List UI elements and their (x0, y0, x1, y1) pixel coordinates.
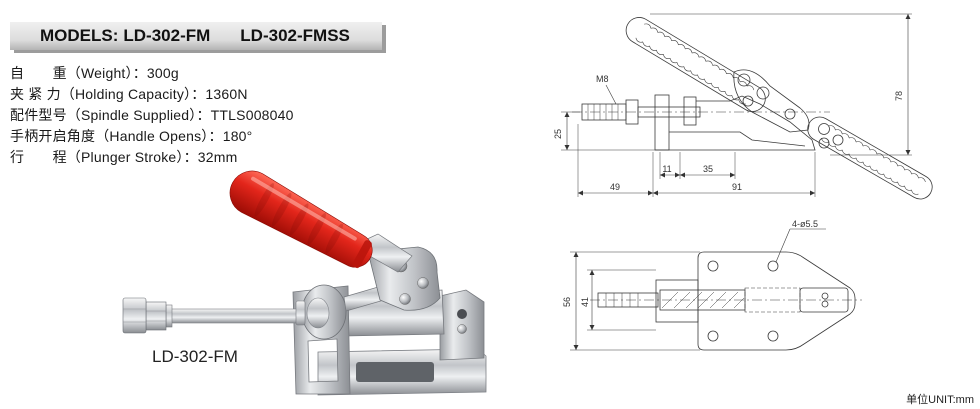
grip-ridge (254, 183, 274, 217)
models-banner: MODELS:LD-302-FM LD-302-FMSS (10, 22, 382, 50)
product-photo (122, 170, 487, 396)
grip-scallop (821, 125, 926, 195)
dimension-41: 41 (580, 297, 590, 307)
bracket-hole (457, 309, 467, 319)
grip-ferrule (352, 240, 372, 269)
base-slot (356, 362, 434, 382)
spec-handle-opens: 手柄开启角度（Handle Opens）：180° (10, 128, 253, 144)
photo-model-label: LD-302-FM (152, 347, 238, 366)
pivot-pin (756, 86, 770, 100)
handle-outline (807, 116, 933, 200)
unit-note: 单位UNIT:mm (906, 394, 974, 406)
models-prefix: MODELS: (40, 26, 119, 45)
base-plate-outline (697, 251, 856, 351)
grip-ridge (289, 203, 309, 236)
dimension-49: 49 (610, 182, 620, 192)
spec-spindle: 配件型号（Spindle Supplied）：TTLS008040 (10, 107, 294, 123)
grip-scallop (635, 23, 755, 105)
top-front-bracket (655, 279, 699, 323)
hole-callout: 4-ø5.5 (792, 219, 818, 229)
mounting-hole (707, 330, 719, 342)
dimension-11: 11 (662, 164, 671, 174)
side-view-drawing: M8 25 78 49 91 11 35 (553, 13, 933, 200)
bushing-inner (306, 297, 330, 329)
pivot-pin (818, 123, 830, 135)
link-pin (821, 300, 829, 308)
spec-list: 自 重（Weight）：300g 夹 紧 力（Holding Capacity）… (10, 63, 294, 168)
spec-holding-capacity: 夹 紧 力（Holding Capacity）：1360N (10, 86, 248, 102)
link-pin (821, 292, 829, 300)
grip-highlight (251, 176, 357, 241)
rivet (417, 277, 429, 289)
top-view-drawing: 56 41 4-ø5.5 (562, 219, 862, 351)
handle-outline (625, 17, 766, 112)
dimension-91: 91 (732, 182, 742, 192)
lock-nut (145, 301, 167, 331)
model-code: LD-302-FMSS (240, 26, 350, 45)
thread-leader (605, 84, 617, 105)
dimension-78: 78 (894, 91, 904, 101)
spec-weight: 自 重（Weight）：300g (10, 65, 179, 81)
hole-leader (775, 228, 791, 263)
mounting-hole (707, 260, 719, 272)
rivet (399, 293, 411, 305)
side-front-bracket (654, 94, 670, 151)
handle-outline-open (807, 116, 933, 200)
grip-ridge (272, 192, 292, 227)
pivot-pin (784, 108, 796, 120)
dimension-35: 35 (703, 164, 713, 174)
spec-plunger-stroke: 行 程（Plunger Stroke）：32mm (10, 149, 238, 165)
dimension-56: 56 (562, 297, 572, 307)
rivet (457, 324, 467, 334)
handle-grip (229, 170, 373, 269)
dimension-25: 25 (553, 129, 563, 139)
hex-bolt-head (122, 297, 147, 334)
side-body-outline (655, 95, 816, 151)
side-base-outline (669, 131, 806, 147)
pivot-pin (818, 137, 830, 149)
thread-label: M8 (596, 74, 609, 84)
pivot-pin (737, 73, 751, 87)
handle-outline-closed (625, 17, 766, 112)
pivot-pin (832, 134, 844, 146)
mounting-hole (767, 260, 779, 272)
mounting-hole (767, 330, 779, 342)
side-collar (683, 96, 697, 126)
grip-body (229, 170, 373, 268)
washer (165, 304, 173, 328)
model-code: LD-302-FM (123, 26, 211, 45)
bushing-collar (295, 300, 306, 326)
